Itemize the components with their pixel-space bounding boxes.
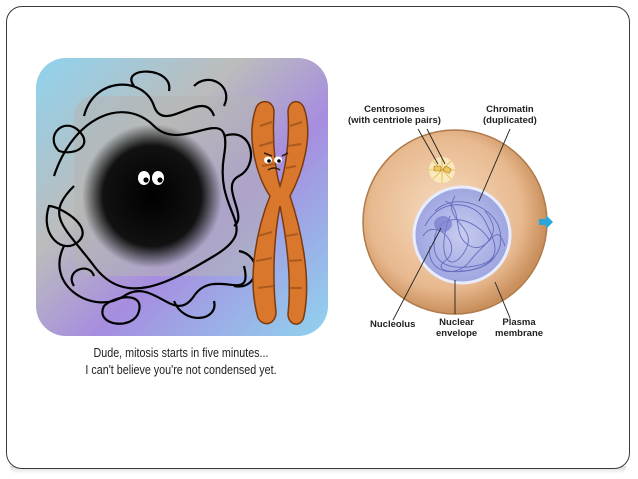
cartoon-caption: Dude, mitosis starts in five minutes... … [60, 345, 303, 379]
envelope-label-title: envelope [436, 328, 478, 339]
plasma-label-title: Plasma [502, 317, 536, 328]
chromatin-label-sub: (duplicated) [483, 115, 537, 126]
arrow-right-icon[interactable] [537, 213, 555, 231]
chromatin-eyes [138, 171, 164, 185]
nucleolus-label-title: Nucleolus [370, 319, 416, 330]
nucleolus-label: Nucleolus [370, 319, 415, 330]
caption-line-1: Dude, mitosis starts in five minutes... [93, 346, 269, 360]
interphase-cell-diagram [362, 128, 548, 321]
centrosomes-label-title: Centrosomes [364, 104, 425, 115]
chromatin-cartoon [36, 58, 328, 336]
condensed-chromosome [251, 100, 309, 325]
chromosome-eyes [264, 156, 282, 164]
nucleolus-body [434, 216, 452, 232]
leader-lines [392, 128, 511, 321]
chromatin-label: Chromatin (duplicated) [483, 104, 537, 126]
centrosomes-label-sub: (with centriole pairs) [348, 115, 441, 126]
nuclear-label-title: Nuclear [439, 317, 475, 328]
chromatin-label-title: Chromatin [486, 104, 534, 115]
plasma-membrane-label: Plasma membrane [495, 317, 543, 339]
caption-line-2: I can't believe you're not condensed yet… [85, 363, 277, 377]
slide-shadow [10, 466, 626, 474]
centrosomes-icon [429, 157, 455, 183]
chromatin-blob [82, 124, 222, 268]
membrane-label-title: membrane [495, 328, 544, 339]
centrosomes-label: Centrosomes (with centriole pairs) [348, 104, 441, 126]
nuclear-envelope-label: Nuclear envelope [436, 317, 477, 339]
